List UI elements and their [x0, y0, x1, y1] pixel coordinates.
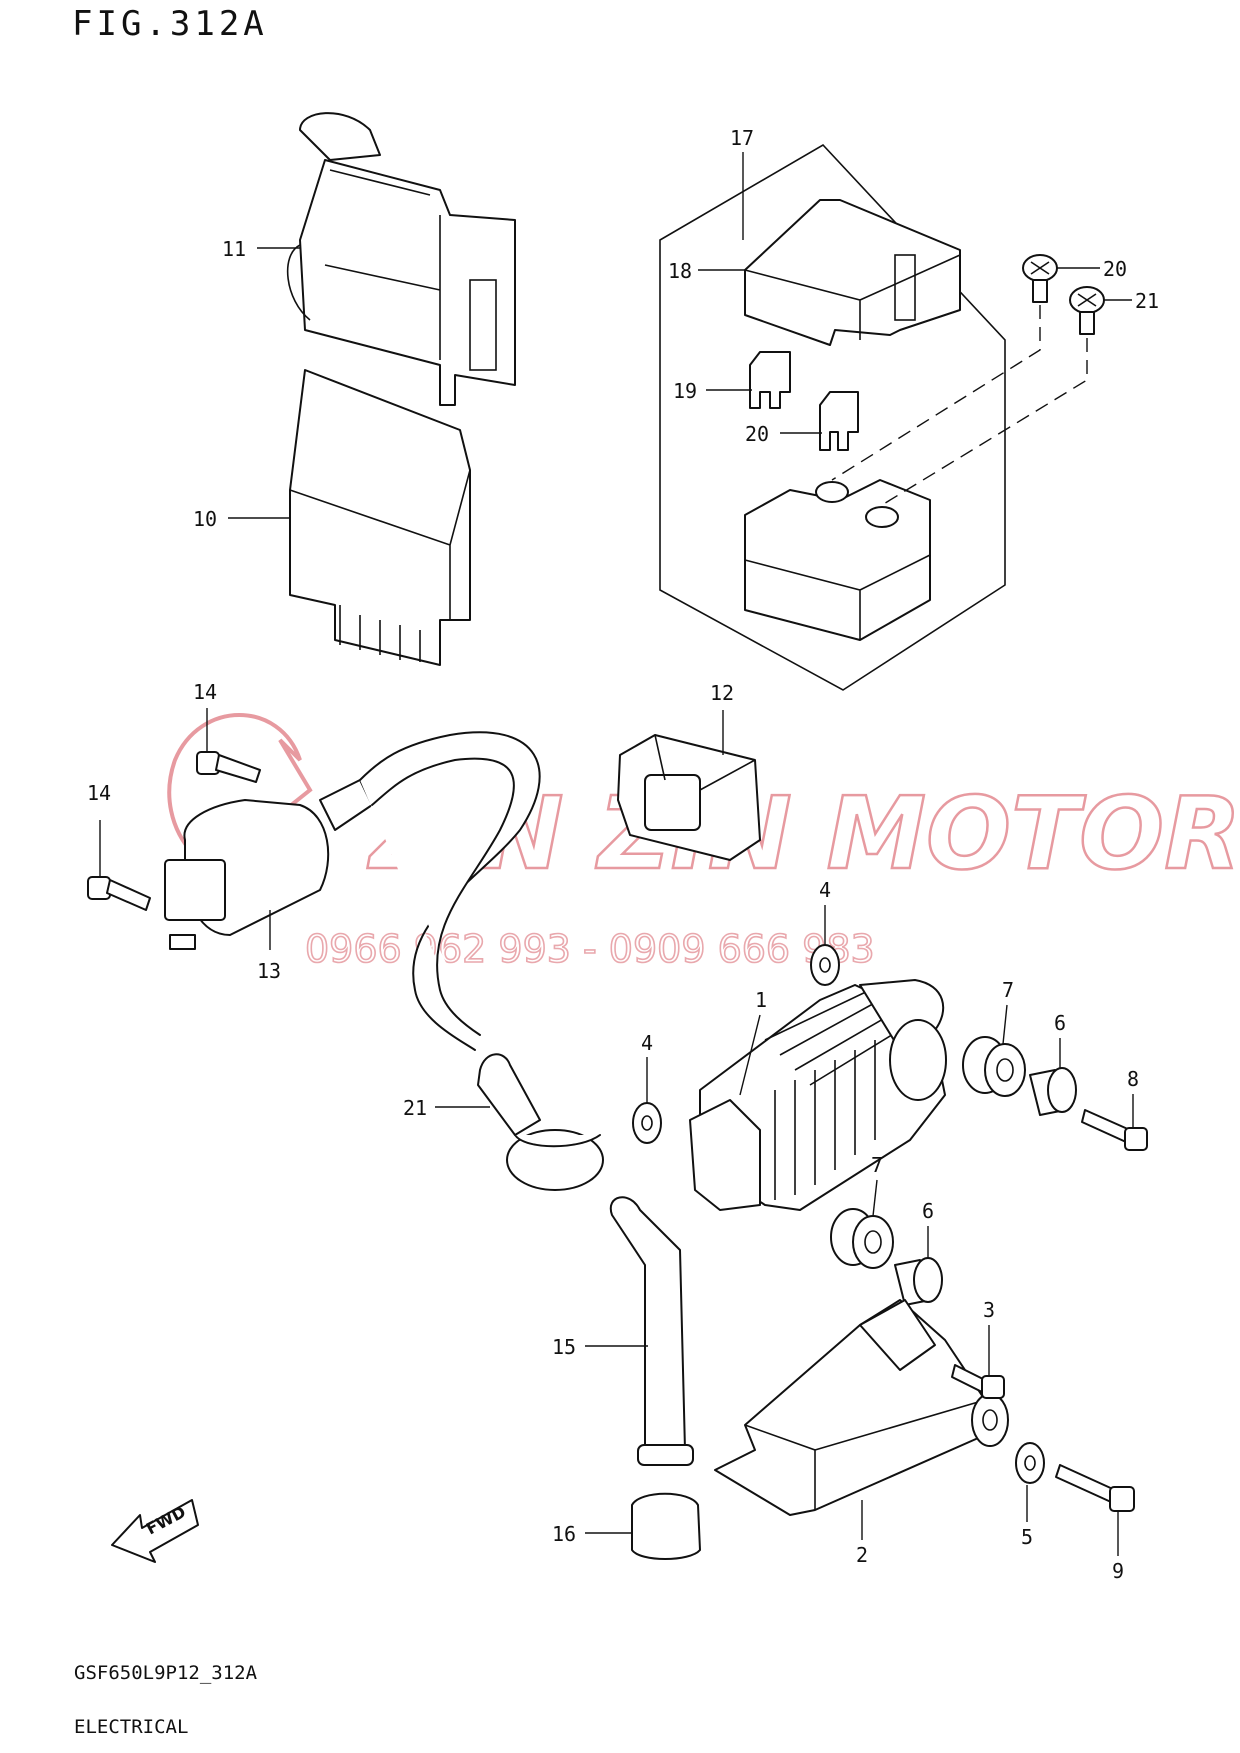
- callout-15: 15: [552, 1335, 576, 1359]
- part-11-bracket: [286, 112, 516, 406]
- part-4-washer-lower: [632, 1102, 662, 1144]
- callout-8: 8: [1127, 1067, 1139, 1091]
- callout-labels: 11 10 17 18 19 20 20 21 12 13 14 14 21 1…: [87, 126, 1159, 1583]
- part-10-ecm-unit: [289, 369, 471, 666]
- part-20-fuse-lower: [819, 391, 859, 451]
- model-code: GSF650L9P12_312A: [74, 1662, 258, 1684]
- callout-14b: 14: [87, 781, 111, 805]
- callout-3: 3: [983, 1298, 995, 1322]
- part-15-lead-boot: [609, 1196, 694, 1466]
- part-19-cover: [744, 199, 961, 346]
- assembly-line-lower: [881, 338, 1088, 506]
- part-14-bolt-lower: [87, 876, 151, 911]
- callout-12: 12: [710, 681, 734, 705]
- watermark-phone: 0966 962 993 - 0909 666 983: [305, 927, 875, 971]
- callout-7a: 7: [1002, 978, 1014, 1002]
- callout-20b: 20: [745, 422, 769, 446]
- callout-17: 21: [403, 1096, 427, 1120]
- part-7-grommet-upper: [962, 1036, 1026, 1097]
- part-18-frame: [659, 143, 1006, 691]
- part-1-regulator-rectifier: [689, 979, 947, 1211]
- callout-9: 9: [1112, 1559, 1124, 1583]
- callout-21a: 20: [1103, 257, 1127, 281]
- callout-11: 11: [222, 237, 246, 261]
- part-4-washer-upper: [810, 944, 840, 986]
- part-5-washer: [1015, 1442, 1045, 1484]
- part-8-bolt: [1081, 1109, 1148, 1151]
- part-7-grommet-lower: [830, 1208, 894, 1269]
- part-13-ignition-coil: [164, 731, 541, 1051]
- callout-6b: 6: [922, 1199, 934, 1223]
- section-name: ELECTRICAL: [74, 1716, 189, 1738]
- callout-20a: 19: [673, 379, 697, 403]
- callout-14a: 14: [193, 680, 217, 704]
- assembly-line-upper: [831, 305, 1041, 481]
- part-21-screw-upper: [1022, 254, 1058, 303]
- part-17-plug-cap: [477, 1053, 604, 1191]
- callout-6a: 6: [1054, 1011, 1066, 1035]
- callout-19: 18: [668, 259, 692, 283]
- fwd-direction-badge: FWD: [111, 1499, 199, 1563]
- part-20-fuse-upper: [749, 351, 791, 409]
- part-2-bracket: [714, 1299, 1009, 1516]
- callout-13: 13: [257, 959, 281, 983]
- part-14-bolt-upper: [196, 751, 261, 783]
- part-6-collar-upper: [1029, 1067, 1077, 1116]
- callout-1: 1: [755, 988, 767, 1012]
- part-3-screw: [951, 1364, 1005, 1399]
- part-12-connector: [617, 734, 761, 861]
- figure-title: FIG.312A: [72, 4, 268, 44]
- leader-lines: [99, 152, 1134, 1556]
- callout-7b: 7: [871, 1153, 883, 1177]
- callout-5: 5: [1021, 1525, 1033, 1549]
- callout-4a: 4: [819, 878, 831, 902]
- callout-2: 2: [856, 1543, 868, 1567]
- callout-16: 16: [552, 1522, 576, 1546]
- part-6-collar-lower: [894, 1257, 943, 1306]
- part-21-screw-lower: [1069, 286, 1105, 335]
- callout-10: 10: [193, 507, 217, 531]
- fuse-box-base: [744, 479, 931, 641]
- callout-4b: 4: [641, 1031, 653, 1055]
- part-9-bolt: [1055, 1464, 1135, 1512]
- callout-18: 17: [730, 126, 754, 150]
- callout-21b: 21: [1135, 289, 1159, 313]
- part-16-cap: [631, 1492, 701, 1560]
